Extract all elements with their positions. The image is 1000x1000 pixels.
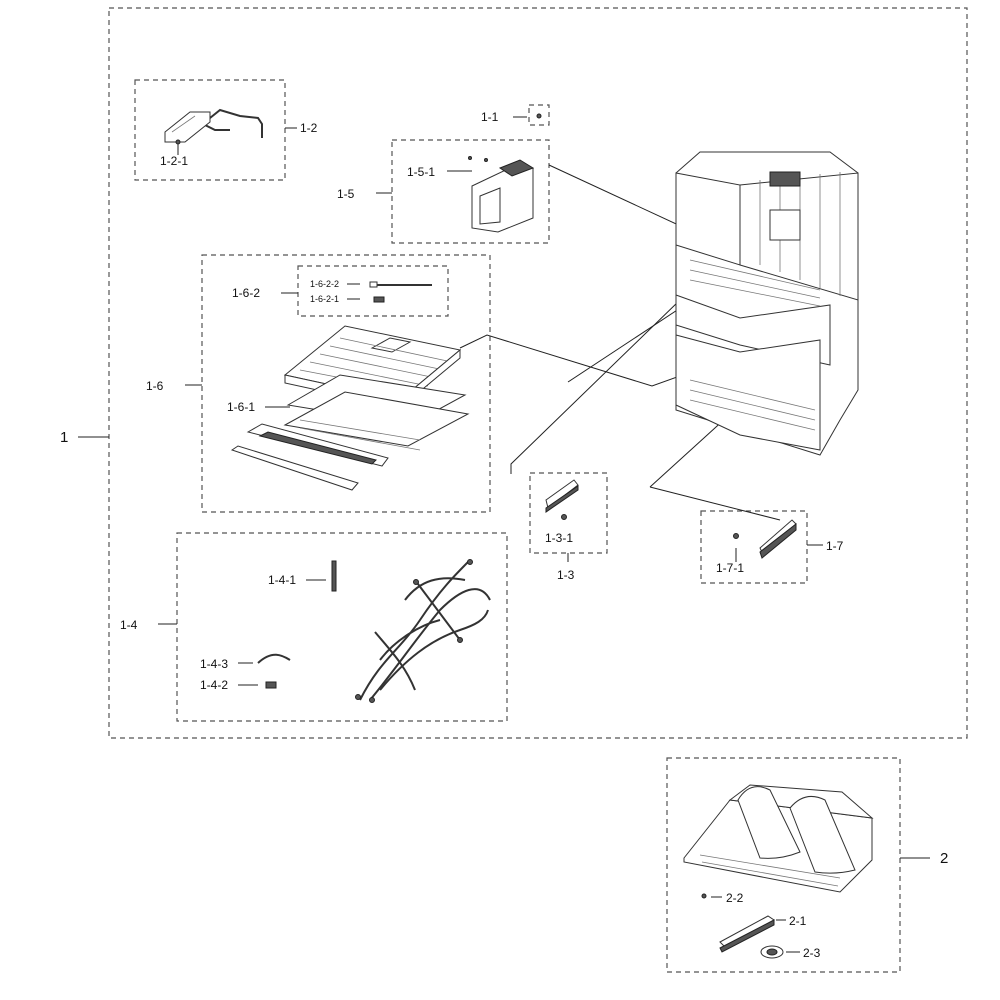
- label-1-1: 1-1: [481, 110, 499, 124]
- part-main-cabinet: [675, 151, 859, 456]
- group-1-6-2-box: [297, 265, 449, 317]
- group-1-4-box: [176, 532, 508, 722]
- part-1-2-tube-assembly: [164, 108, 263, 145]
- part-1-6-shelf-stack: [230, 325, 470, 491]
- label-1-6-1: 1-6-1: [227, 400, 255, 414]
- group-1-6-box: [201, 254, 491, 513]
- label-1-2-1: 1-2-1: [160, 154, 188, 168]
- group-1-2-box: [134, 79, 286, 181]
- part-1-7-bracket: [733, 519, 797, 559]
- label-1-6-2-2: 1-6-2-2: [310, 279, 339, 289]
- label-1-4: 1-4: [120, 618, 138, 632]
- group-1-3-box: [529, 472, 608, 554]
- label-1: 1: [60, 429, 68, 446]
- label-2-1: 2-1: [789, 914, 807, 928]
- group-1-7-box: [700, 510, 808, 584]
- label-1-4-2: 1-4-2: [200, 678, 228, 692]
- label-2-2: 2-2: [726, 891, 744, 905]
- label-1-3: 1-3: [557, 568, 575, 582]
- label-1-4-3: 1-4-3: [200, 657, 228, 671]
- label-2-3: 2-3: [803, 946, 821, 960]
- label-1-5-1: 1-5-1: [407, 165, 435, 179]
- label-1-3-1: 1-3-1: [545, 531, 573, 545]
- label-1-7: 1-7: [826, 539, 844, 553]
- group-1-5-box: [391, 139, 550, 244]
- label-1-6-2-1: 1-6-2-1: [310, 294, 339, 304]
- part-1-5-duct: [468, 156, 535, 233]
- part-1-6-2-sensors: [369, 281, 432, 303]
- assembly-2-group-box: [666, 757, 901, 973]
- label-1-6-2: 1-6-2: [232, 286, 260, 300]
- label-1-7-1: 1-7-1: [716, 561, 744, 575]
- label-2: 2: [940, 850, 948, 867]
- part-1-3-bracket: [545, 479, 579, 520]
- part-2-base-assembly: [683, 784, 874, 959]
- assembly-1-group-box: [108, 7, 968, 739]
- label-1-5: 1-5: [337, 187, 355, 201]
- label-1-4-1: 1-4-1: [268, 573, 296, 587]
- part-1-4-wire-harness: [257, 559, 491, 703]
- group-1-1-box: [528, 104, 550, 126]
- label-1-2: 1-2: [300, 121, 318, 135]
- label-1-6: 1-6: [146, 379, 164, 393]
- part-1-1-screw: [536, 113, 542, 119]
